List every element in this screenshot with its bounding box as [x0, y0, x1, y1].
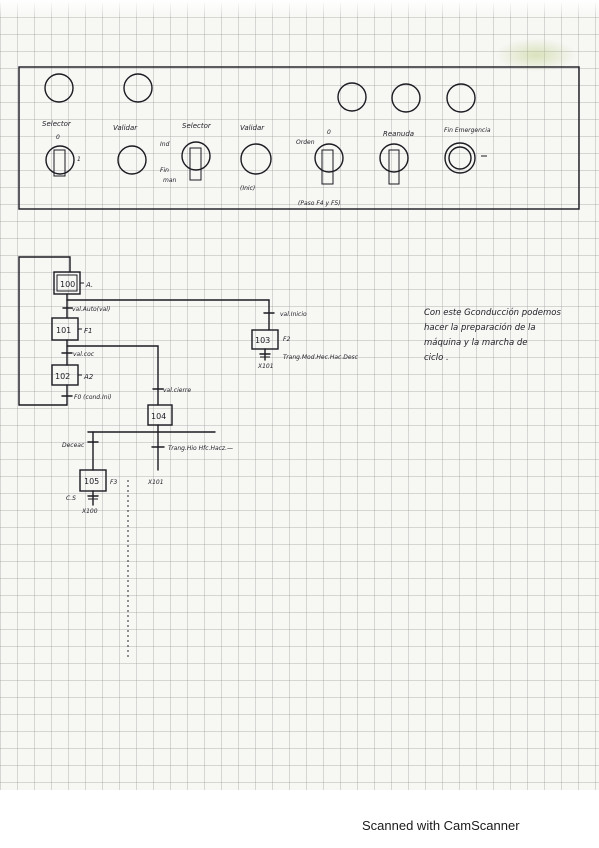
- branch-101-to-104: [66, 345, 159, 406]
- jump-x101-a: X101: [257, 363, 274, 370]
- step-103-action: F2: [283, 336, 290, 343]
- switch-label-validar: Validar: [113, 124, 138, 132]
- switch-position-ind: Ind: [160, 141, 170, 148]
- step-101-label: 101: [56, 326, 71, 335]
- pilot-light-4: [391, 83, 421, 113]
- switch-label-fin-emergencia: Fin Emergencia: [444, 127, 491, 134]
- selector-lever-2: [189, 147, 202, 181]
- step-104-label: 104: [151, 412, 166, 421]
- validar-button-2: Validar (Inic): [240, 124, 272, 192]
- switch-label-validar-2: Validar: [240, 124, 265, 132]
- selector-knob: [45, 145, 75, 175]
- transition-t8-label: Deceac: [62, 442, 85, 449]
- selector-switch-2: Selector Ind Fin man: [160, 122, 212, 184]
- transition-t9-label: C.S: [66, 495, 76, 502]
- step-103-label: 103: [255, 336, 270, 345]
- reanuda-knob: [379, 143, 409, 173]
- selector-lever: [53, 149, 66, 177]
- step-100-action: A.: [85, 281, 93, 289]
- note-line-1: Con este Gconducción podemos: [424, 307, 561, 318]
- step-100-inner: [56, 274, 78, 292]
- switch-label-selector: Selector: [42, 120, 72, 128]
- emergency-ring-outer: [444, 142, 476, 174]
- pilot-light-2: [123, 73, 153, 103]
- loop-return-line: [18, 256, 71, 406]
- step-101-action: F1: [84, 327, 92, 335]
- switch-position-0b: 0: [327, 129, 331, 136]
- push-button: [117, 145, 147, 175]
- emergency-ring-inner: [448, 146, 472, 170]
- transition-t4-label: Trang.Mod.Hec.Hac.Desc: [283, 354, 359, 361]
- switch-position-man: man: [163, 177, 177, 184]
- graph-paper-page: [0, 0, 599, 790]
- note-line-4: ciclo .: [424, 353, 449, 363]
- jump-x101-b: X101: [147, 479, 164, 486]
- switch-position-0: 0: [56, 134, 60, 141]
- note-line-2: hacer la preparación de la: [424, 322, 536, 333]
- switch-position-1: 1: [77, 156, 81, 163]
- validar-button-1: Validar: [113, 124, 147, 175]
- push-button-2: [240, 143, 272, 175]
- panel-frame: [18, 66, 580, 210]
- selector-switch-1: Selector 0 1: [42, 120, 81, 177]
- orden-lever: [321, 149, 334, 185]
- handwritten-note: Con este Gconducción podemos hacer la pr…: [424, 307, 561, 363]
- orden-switch: Orden 0 (Paso F4 y F5): [296, 129, 344, 207]
- reanuda-switch: Reanuda: [379, 130, 414, 185]
- switch-label-reanuda: Reanuda: [383, 130, 414, 138]
- switch-position-fin: Fin: [160, 167, 169, 174]
- note-line-3: máquina y la marcha de: [424, 338, 528, 348]
- pilot-light-1: [44, 73, 74, 103]
- reanuda-lever: [388, 149, 400, 185]
- orden-knob: [314, 143, 344, 173]
- transition-t7-label: Trang.Hio Hfc.Hacz.—: [168, 445, 233, 452]
- scanner-footer-text: Scanned with CamScanner: [362, 818, 520, 833]
- transition-t3-label: val.coc: [73, 351, 95, 358]
- grafcet-diagram: 100 A. val.Auto(val) 101 F1 val.coc 102 …: [18, 256, 359, 660]
- page-top-fade: [0, 0, 599, 18]
- jump-x100: X100: [81, 508, 98, 515]
- handwritten-drawing: Selector 0 1 Validar Selector Ind Fin ma…: [18, 66, 580, 660]
- step-105-action: F3: [110, 479, 117, 486]
- switch-note-inic: (Inic): [240, 185, 255, 192]
- transition-t6-label: val.cierre: [163, 387, 191, 394]
- step-100-label: 100: [60, 280, 75, 289]
- transition-t5-label: F0 (cond.Ini): [74, 394, 112, 401]
- step-105-label: 105: [84, 477, 99, 486]
- step-104-box: [147, 404, 173, 426]
- pilot-light-5: [446, 83, 476, 113]
- step-102-action: A2: [83, 373, 94, 381]
- transition-t1-label: val.Auto(val): [72, 306, 110, 313]
- fin-emergencia-button: Fin Emergencia: [444, 127, 491, 174]
- switch-label-selector-2: Selector: [182, 122, 212, 130]
- transition-t2-label: val.Inicio: [280, 311, 307, 318]
- selector-knob-2: [181, 141, 211, 171]
- switch-label-orden: Orden: [296, 139, 315, 146]
- switch-note-paso: (Paso F4 y F5): [298, 200, 341, 207]
- step-102-label: 102: [55, 372, 70, 381]
- control-panel: Selector 0 1 Validar Selector Ind Fin ma…: [18, 66, 580, 210]
- pilot-light-3: [337, 82, 367, 112]
